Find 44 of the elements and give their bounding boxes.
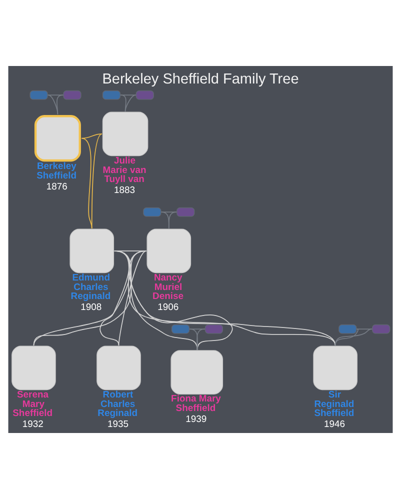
connector	[120, 94, 137, 95]
node-label: 1908	[80, 302, 102, 313]
connector	[120, 94, 126, 112]
node-box	[136, 90, 154, 100]
diagram-title: Berkeley Sheffield Family Tree	[102, 70, 299, 87]
node-label: Berkeley Sheffield	[36, 160, 76, 182]
node-box	[176, 206, 195, 216]
node-label: Fiona Mary Sheffield	[171, 393, 221, 414]
node-label: 1932	[22, 418, 44, 430]
node-label: 1876	[46, 180, 68, 192]
node-label: Robert Charles Reginald	[98, 388, 138, 419]
connector	[160, 211, 178, 212]
connector	[47, 94, 64, 95]
node-box	[30, 90, 48, 100]
node-label: 1906	[158, 302, 179, 313]
node-label: Nancy Muriel Denise	[152, 272, 184, 302]
connector	[81, 137, 92, 228]
connector	[118, 250, 147, 346]
node-box	[63, 90, 82, 100]
node-label: 1935	[107, 418, 128, 430]
connector	[91, 133, 102, 228]
node-label: Serena Mary Sheffield	[12, 388, 52, 419]
node-label: Sir Reginald Sheffield	[314, 388, 354, 419]
node-box	[143, 206, 162, 216]
node-label: 1939	[186, 414, 207, 425]
connector	[168, 211, 177, 228]
connector	[56, 94, 64, 114]
node-box	[171, 324, 190, 334]
node-label: Julie Marie van Tuyll van	[102, 154, 146, 185]
connector	[196, 328, 205, 350]
connector	[356, 328, 373, 329]
node-label: Edmund Charles Reginald	[70, 272, 111, 302]
node-label: 1883	[114, 184, 136, 196]
connector	[334, 328, 358, 346]
node-box	[338, 324, 357, 334]
connector	[81, 133, 102, 138]
node-box	[204, 324, 224, 334]
connector	[188, 328, 206, 329]
node-box	[372, 324, 390, 334]
node-label: 1946	[324, 418, 346, 430]
node-box	[102, 90, 121, 100]
connector	[334, 328, 372, 346]
connector	[48, 94, 58, 114]
connector	[124, 94, 136, 112]
